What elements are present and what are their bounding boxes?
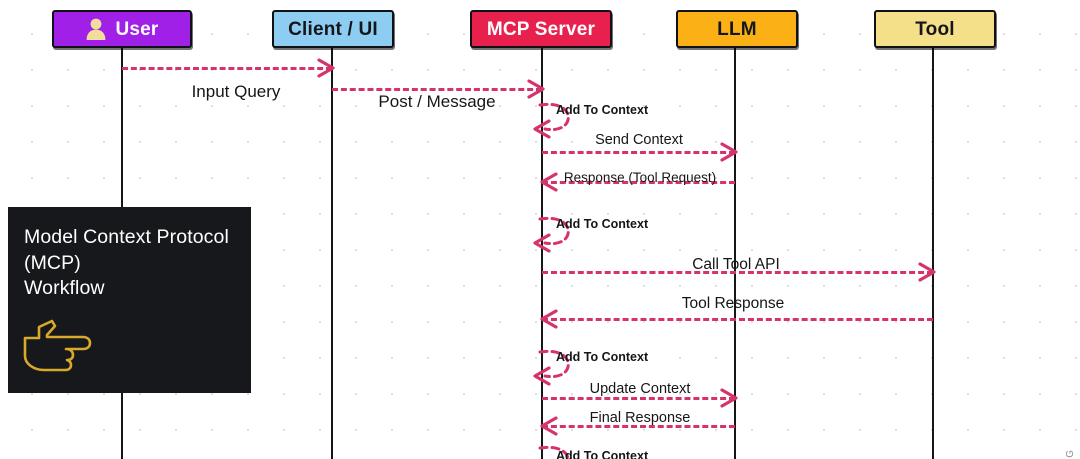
self-loop-s3 (533, 347, 584, 387)
self-loop-s1 (533, 100, 584, 140)
actor-label-client: Client / UI (288, 18, 378, 40)
self-loop-label-s1: Add To Context (556, 103, 649, 117)
message-label-m1: Input Query (191, 82, 281, 101)
actor-label-mcp: MCP Server (486, 18, 596, 40)
message-label-m2: Post / Message (378, 92, 496, 111)
arrowhead-m3 (719, 141, 738, 162)
person-icon (85, 17, 107, 41)
message-arrow-m6 (542, 318, 933, 321)
self-loop-s4 (538, 443, 584, 459)
message-arrow-m7 (542, 397, 735, 400)
actor-label-user: User (115, 18, 159, 40)
arrowhead-m5 (917, 261, 936, 282)
lifeline-tool (932, 48, 934, 459)
info-card-line-2: (MCP) (24, 251, 81, 274)
actor-label-llm: LLM (717, 18, 757, 40)
actor-header-tool[interactable]: Tool (874, 10, 996, 48)
lifeline-client (331, 48, 333, 459)
message-label-m7: Update Context (589, 381, 691, 397)
message-arrow-m3 (542, 151, 735, 154)
message-arrow-m5 (542, 271, 933, 274)
arrowhead-m8 (539, 415, 558, 436)
actor-header-llm[interactable]: LLM (676, 10, 798, 48)
message-label-m6: Tool Response (681, 295, 785, 312)
actor-label-tool: Tool (915, 18, 955, 40)
arrowhead-m2 (526, 78, 545, 99)
info-card: Model Context Protocol (MCP) Workflow (8, 207, 251, 393)
pointing-hand-icon (22, 318, 100, 381)
message-arrow-m1 (122, 67, 332, 70)
message-arrow-m2 (332, 88, 542, 91)
arrowhead-m1 (316, 57, 335, 78)
watermark-text: ING (1065, 449, 1076, 459)
info-card-title: Model Context Protocol (MCP) Workflow (24, 225, 235, 302)
info-card-line-1: Model Context Protocol (24, 226, 229, 248)
self-loop-label-s2: Add To Context (556, 217, 649, 231)
lifeline-mcp (541, 48, 543, 459)
lifeline-llm (734, 48, 736, 459)
actor-header-user[interactable]: User (52, 10, 192, 48)
message-label-m5: Call Tool API (692, 256, 780, 273)
actor-header-client[interactable]: Client / UI (272, 10, 394, 48)
self-loop-label-s3: Add To Context (556, 350, 649, 364)
message-label-m8: Final Response (589, 410, 691, 426)
message-arrow-m8 (542, 425, 735, 428)
arrowhead-m7 (719, 387, 738, 408)
arrowhead-m4 (539, 171, 558, 192)
message-arrow-m4 (542, 181, 735, 184)
message-label-m4: Response (Tool Request) (563, 170, 717, 185)
actor-header-mcp[interactable]: MCP Server (470, 10, 612, 48)
info-card-line-3: Workflow (24, 277, 105, 300)
message-label-m3: Send Context (595, 132, 683, 148)
self-loop-s2 (533, 214, 584, 254)
arrowhead-m6 (539, 308, 558, 329)
self-loop-label-s4: Add To Context (556, 449, 649, 459)
